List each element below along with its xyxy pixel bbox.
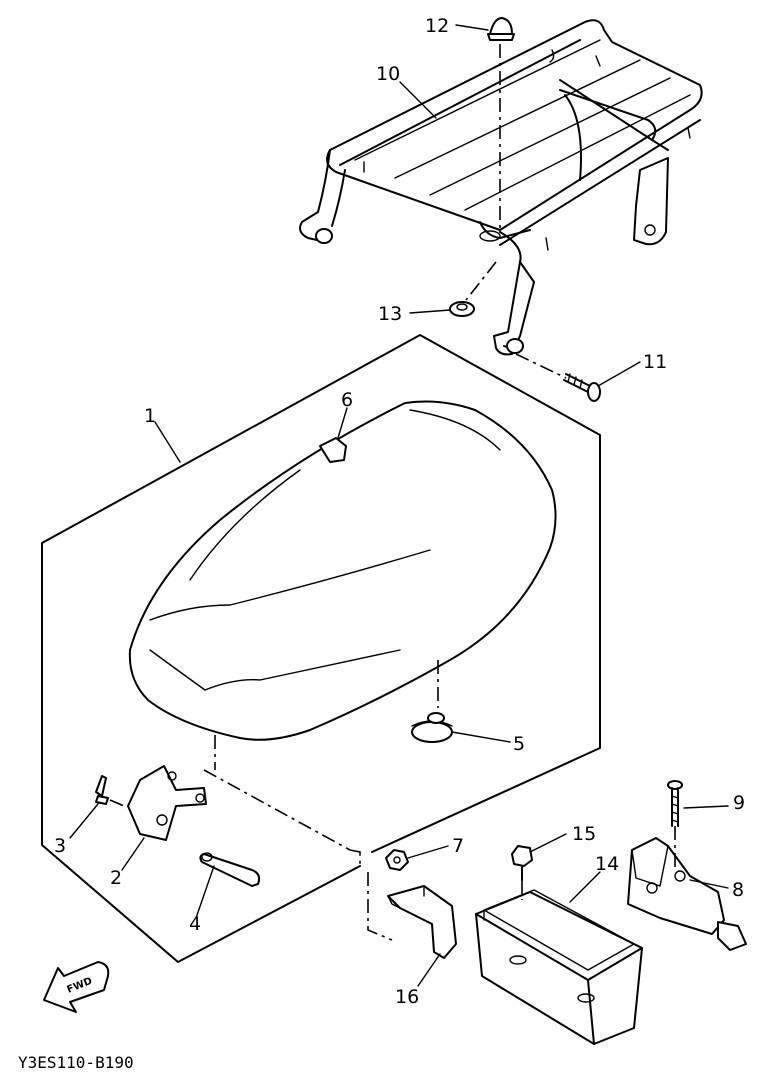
diagram-code: Y3ES110-B190	[18, 1053, 134, 1072]
assembly-center-lines	[109, 44, 676, 941]
damper-part-5	[411, 712, 453, 743]
callout-15: 15	[572, 823, 596, 845]
bolt-part-11	[563, 373, 601, 402]
callout-1: 1	[144, 405, 156, 427]
callout-11: 11	[643, 351, 667, 373]
storage-box-part-14	[475, 889, 643, 1045]
callout-7: 7	[452, 835, 464, 857]
screw-part-15	[511, 845, 533, 881]
callout-9: 9	[733, 792, 745, 814]
rear-carrier	[299, 19, 703, 356]
callout-12: 12	[425, 15, 449, 37]
callout-14: 14	[595, 853, 619, 875]
callout-5: 5	[513, 733, 525, 755]
seat-lock-part-8	[627, 837, 747, 951]
callout-labels: 12 10 13 11 1 6 5 9 3 7 15 2 14 8 4 16	[54, 15, 745, 1008]
forward-direction-arrow: FWD	[43, 961, 110, 1013]
callout-8: 8	[732, 879, 744, 901]
callout-3: 3	[54, 835, 66, 857]
bolt-part-9	[667, 780, 683, 827]
pin-part-4	[199, 852, 261, 887]
callout-13: 13	[378, 303, 402, 325]
seat-assembly-frame	[41, 334, 601, 963]
callout-4: 4	[189, 913, 201, 935]
callout-16: 16	[395, 986, 419, 1008]
clip-part-3	[95, 775, 109, 805]
acorn-nut-part-12	[487, 17, 515, 41]
leader-lines	[69, 24, 729, 987]
callout-6: 6	[341, 389, 353, 411]
bracket-part-16	[387, 885, 457, 959]
seat	[128, 400, 557, 741]
callout-10: 10	[376, 63, 400, 85]
nut-part-7	[385, 849, 409, 871]
callout-2: 2	[110, 867, 122, 889]
damper-part-6	[319, 437, 347, 463]
washer-part-13	[449, 301, 475, 317]
hinge-part-2	[127, 765, 207, 841]
